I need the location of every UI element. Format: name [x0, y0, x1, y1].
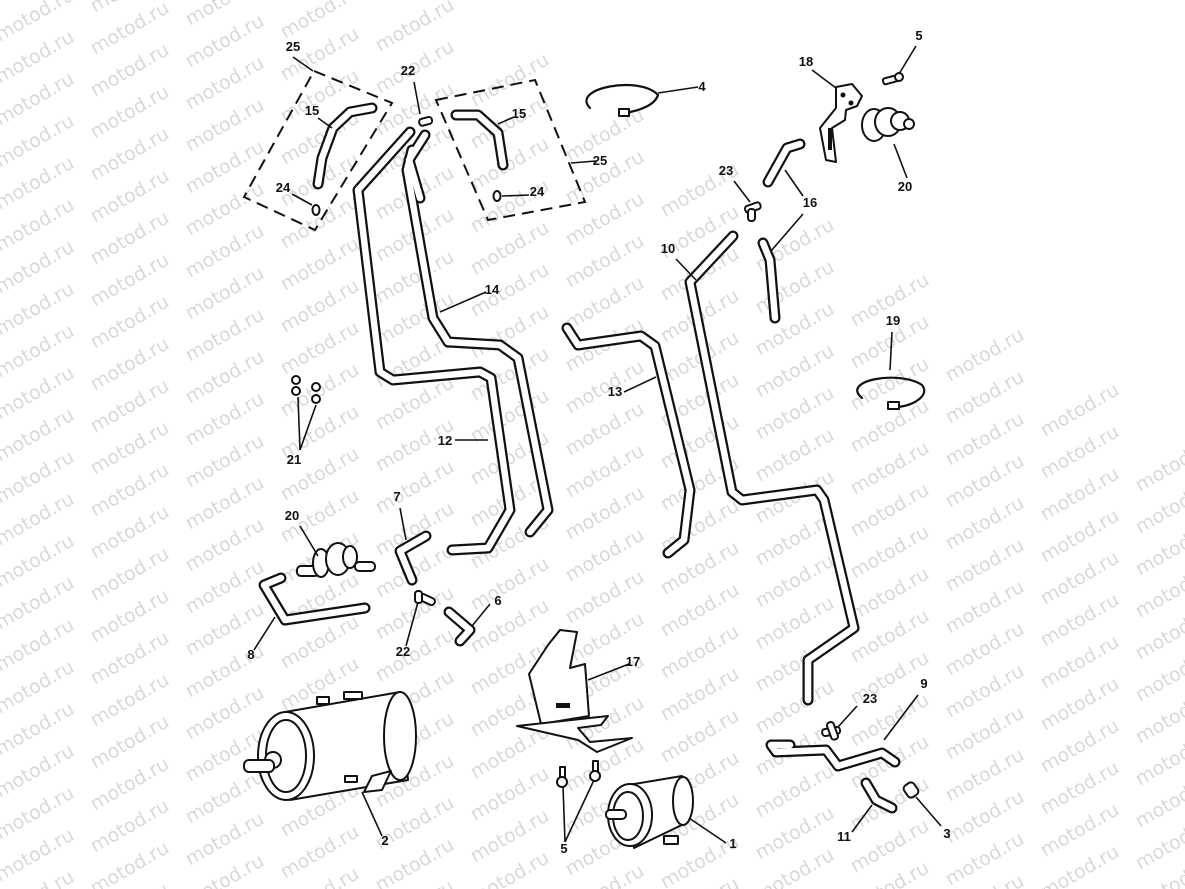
callout-11: 11	[837, 829, 851, 844]
plug-22-top	[413, 81, 434, 127]
canister-bracket-17	[516, 629, 633, 753]
callout-8: 8	[247, 647, 254, 662]
callout-labels: 2515242215252441852023161014191312212076…	[247, 28, 950, 856]
callout-13: 13	[608, 384, 622, 399]
check-valve-20-top	[861, 107, 915, 179]
hose-7	[394, 507, 432, 586]
callout-24: 24	[530, 184, 545, 199]
callout-21: 21	[287, 452, 301, 467]
hose-16-lower	[757, 213, 804, 324]
tjoint-22-lower	[405, 590, 436, 647]
callout-6: 6	[494, 593, 501, 608]
callout-9: 9	[920, 676, 927, 691]
callout-15: 15	[305, 103, 319, 118]
hose-10	[675, 230, 860, 706]
hose-clips-21	[291, 375, 321, 451]
callout-7: 7	[393, 489, 400, 504]
clamp-band-19	[856, 331, 926, 410]
callout-20: 20	[285, 508, 299, 523]
callout-3: 3	[943, 826, 950, 841]
fuel-filter-1	[605, 775, 727, 849]
callout-24: 24	[276, 180, 291, 195]
kit-25-right-box	[434, 78, 597, 222]
hose-8	[253, 572, 371, 651]
hose-6	[443, 603, 491, 647]
clamp-band-4	[585, 83, 699, 118]
callout-18: 18	[799, 54, 813, 69]
hose-cap-3	[902, 781, 942, 827]
callout-4: 4	[698, 79, 706, 94]
callout-22: 22	[396, 644, 410, 659]
kit-25-left-box	[242, 56, 394, 232]
callout-23: 23	[863, 691, 877, 706]
callout-17: 17	[626, 654, 640, 669]
bracket-18	[811, 69, 863, 163]
hose-13	[561, 322, 696, 559]
callout-20: 20	[898, 179, 912, 194]
hose-14	[352, 126, 516, 556]
callout-23: 23	[719, 163, 733, 178]
callout-2: 2	[381, 833, 388, 848]
callout-25: 25	[286, 39, 300, 54]
callout-25: 25	[593, 153, 607, 168]
check-valve-20-lower	[296, 525, 376, 578]
hose-9	[765, 694, 919, 772]
callout-12: 12	[438, 433, 452, 448]
hose-15-left	[312, 102, 378, 190]
hose-15-right	[450, 109, 515, 171]
callout-1: 1	[729, 836, 736, 851]
callout-16: 16	[803, 195, 817, 210]
callout-5: 5	[560, 841, 567, 856]
callout-15: 15	[512, 106, 526, 121]
clip-24-left	[291, 193, 321, 216]
tjoint-23-lower	[821, 705, 858, 741]
clip-24-right	[492, 190, 530, 202]
callout-10: 10	[661, 241, 675, 256]
charcoal-canister-2	[243, 691, 417, 837]
bolts-5-lower	[556, 760, 601, 843]
bolt-5-top	[881, 45, 917, 86]
callout-5: 5	[915, 28, 922, 43]
hose-12	[401, 129, 554, 538]
hose-16-upper	[762, 138, 806, 197]
callout-22: 22	[401, 63, 415, 78]
tjoint-23-top	[733, 180, 762, 222]
callout-19: 19	[886, 313, 900, 328]
callout-14: 14	[485, 282, 500, 297]
hose-11	[851, 777, 898, 833]
